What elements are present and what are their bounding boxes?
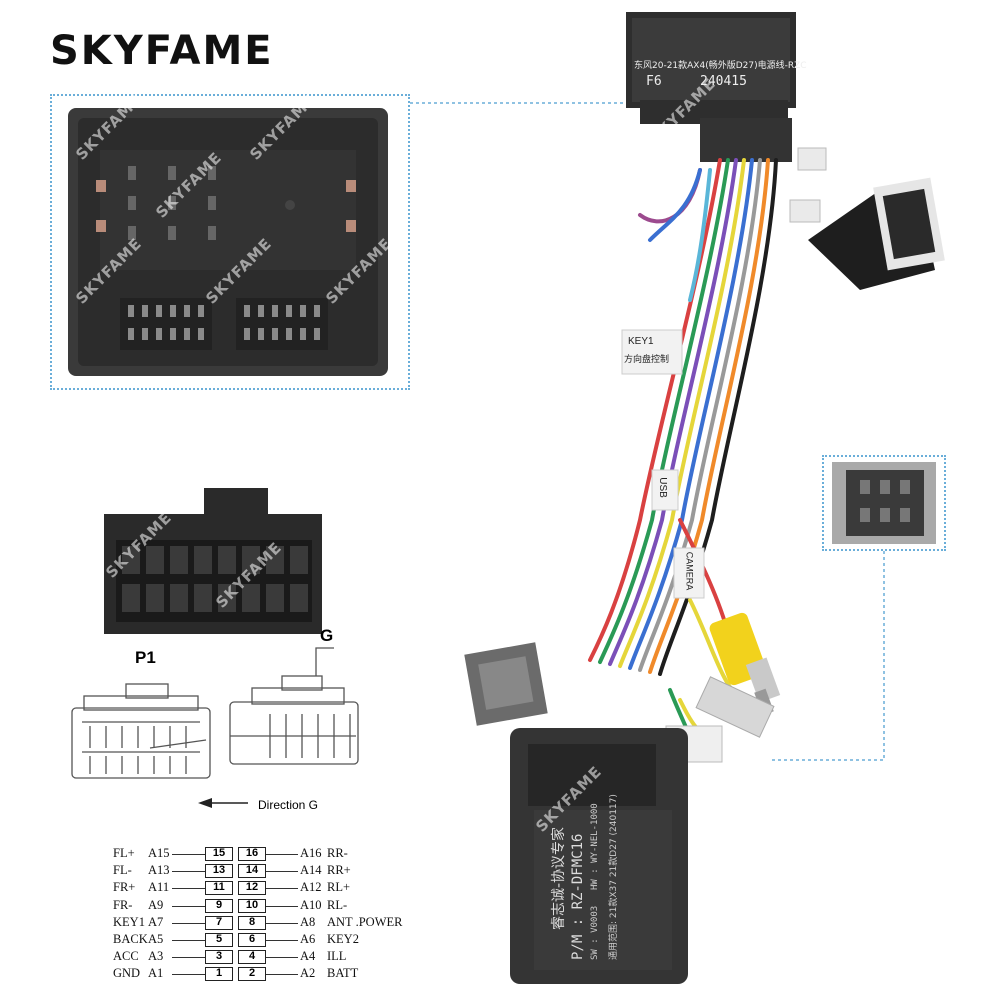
pin-right-signal: RR-: [327, 846, 348, 860]
pin-leader-line: [266, 940, 298, 941]
pin-left-code: A5: [148, 932, 164, 946]
pin-right-code: A2: [300, 966, 316, 981]
pin-left-signal: FR+: [113, 880, 136, 895]
pin-right-signal: RL-: [327, 897, 348, 912]
camera-tag-bg: [673, 547, 705, 599]
pin-right-number: 8: [238, 915, 266, 930]
pin-leader-line: [172, 888, 205, 890]
pin-right-code: A10: [300, 897, 322, 912]
pin-left-code: A3: [148, 949, 164, 964]
gray-plug: [464, 642, 548, 726]
pin-right-signal: KEY2: [327, 932, 359, 946]
pin-left-signal: FL+: [113, 846, 135, 860]
direction-arrow: [198, 798, 248, 808]
pin-leader-line: [266, 888, 298, 890]
brand-logo: SKYFAME: [50, 28, 274, 74]
pin-right-number: 12: [238, 881, 266, 896]
usb-tag-bg: [651, 469, 679, 511]
pin-left-number: 15: [205, 847, 233, 861]
pin-right-signal: RR+: [327, 863, 351, 878]
main-plug-label: 东风20-21款AX4(畅外版D27)电源线-RZC: [634, 61, 807, 71]
main-plug: [626, 12, 796, 162]
main-plug-code: F6: [646, 74, 662, 89]
g-line-drawing: [229, 647, 359, 765]
pin-right-code: A8: [300, 914, 316, 929]
pin-right-number: 4: [238, 950, 266, 965]
pin-right-signal: BATT: [327, 966, 359, 981]
g-label: G: [320, 626, 334, 645]
g-connector-photo-frame: [822, 455, 946, 551]
pin-leader-line: [172, 854, 205, 855]
pin-left-signal: ACC: [113, 949, 139, 964]
main-connector-photo-frame: [50, 94, 410, 390]
main-plug-date: 240415: [700, 74, 747, 89]
pin-left-code: A9: [148, 897, 164, 912]
pin-right-number: 14: [238, 864, 266, 879]
pin-left-code: A13: [148, 863, 170, 878]
pin-leader-line: [172, 871, 205, 873]
p1-line-drawing: [71, 683, 211, 779]
g-connector-photo: [832, 462, 936, 544]
pin-right-number: 10: [238, 898, 266, 913]
pin-leader-line: [172, 922, 205, 924]
pin-left-signal: FL-: [113, 863, 132, 878]
direction-label: Direction G: [258, 798, 319, 812]
pin-left-code: A11: [148, 880, 170, 895]
pin-left-code: A7: [148, 914, 164, 929]
pin-left-code: A1: [148, 966, 164, 981]
pin-left-number: 3: [205, 950, 233, 965]
pin-leader-line: [266, 854, 298, 855]
pin-left-number: 7: [205, 915, 233, 930]
pin-right-signal: RL+: [327, 880, 351, 895]
key-tag-bg: [621, 329, 683, 375]
pin-left-number: 11: [205, 881, 233, 896]
pin-leader-line: [266, 957, 298, 959]
pin-right-code: A12: [300, 880, 322, 895]
pin-right-code: A4: [300, 949, 316, 964]
pin-left-code: A15: [148, 846, 170, 860]
side-connector: [808, 177, 945, 290]
pin-leader-line: [172, 957, 205, 959]
pin-leader-line: [266, 871, 298, 873]
pin-leader-line: [172, 905, 205, 907]
canbus-module: [510, 728, 688, 984]
pin-leader-line: [172, 940, 205, 941]
p1-label: P1: [135, 648, 156, 667]
pin-left-number: 9: [205, 898, 233, 913]
pin-right-signal: ANT .POWER: [327, 914, 403, 929]
sixteen-pin-plug: [104, 488, 322, 634]
pin-left-signal: KEY1: [113, 914, 145, 929]
pin-right-signal: ILL: [327, 949, 347, 964]
pin-left-signal: BACK: [113, 932, 148, 946]
pin-right-number: 6: [238, 933, 266, 947]
pin-right-code: A14: [300, 863, 322, 878]
main-connector-face: [68, 108, 388, 376]
pin-leader-line: [266, 922, 298, 924]
pin-right-number: 2: [238, 967, 266, 982]
key-tag-sub: 方向盘控制: [624, 355, 670, 365]
pin-right-code: A16: [300, 846, 322, 860]
pin-left-number: 13: [205, 864, 233, 879]
key-tag: KEY1: [628, 336, 654, 347]
pin-leader-line: [172, 974, 205, 976]
pin-leader-line: [266, 974, 298, 976]
pin-leader-line: [266, 905, 298, 907]
pin-left-number: 5: [205, 933, 233, 947]
pin-left-signal: FR-: [113, 897, 133, 912]
pin-right-code: A6: [300, 932, 316, 946]
pin-left-signal: GND: [113, 966, 141, 981]
pin-right-number: 16: [238, 847, 266, 861]
pin-left-number: 1: [205, 967, 233, 982]
